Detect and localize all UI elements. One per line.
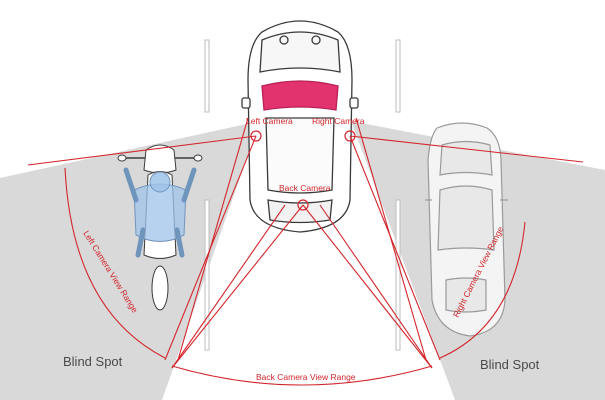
back-camera-marker bbox=[297, 199, 309, 211]
left-camera-marker bbox=[250, 130, 262, 142]
left-camera-label: Left Camera bbox=[246, 116, 293, 126]
car-top-view-icon bbox=[241, 20, 359, 233]
lane-markings bbox=[204, 39, 401, 351]
right-camera-label: Right Camera bbox=[312, 116, 365, 126]
blind-spot-right-label: Blind Spot bbox=[480, 357, 540, 372]
view-range-lines bbox=[27, 117, 584, 386]
camera-marker-icons bbox=[250, 130, 356, 211]
back-view-range-label: Back Camera View Range bbox=[256, 372, 356, 382]
blind-spot-left-zone bbox=[0, 121, 260, 400]
back-camera-label: Back Camera bbox=[279, 183, 331, 193]
motorcycle-with-rider-icon bbox=[117, 144, 203, 311]
right-camera-marker bbox=[344, 130, 356, 142]
parked-car-icon bbox=[425, 122, 508, 337]
blind-spot-left-label: Blind Spot bbox=[63, 354, 123, 369]
